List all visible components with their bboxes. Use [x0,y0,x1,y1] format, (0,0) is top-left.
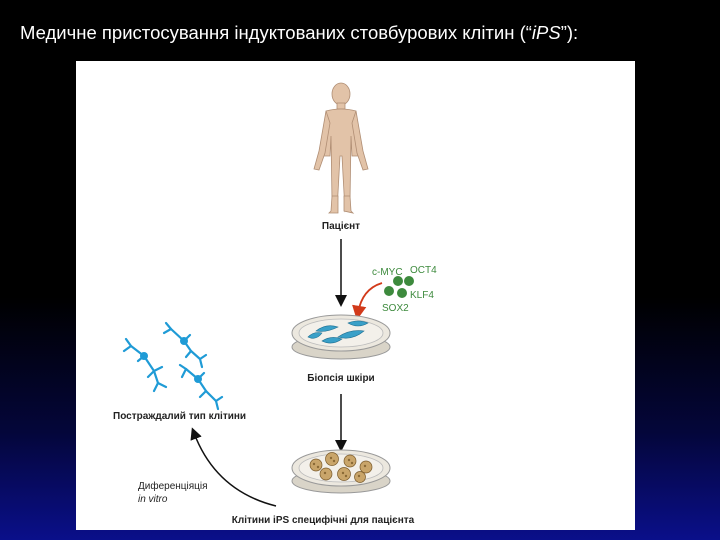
patient-label: Пацієнт [322,221,360,232]
title-tail: ”): [561,22,578,43]
biopsy-dish [292,315,390,359]
title-main: Медичне пристосування індуктованих стовб… [20,22,532,43]
slide-title: Медичне пристосування індуктованих стовб… [20,22,710,44]
factor-sox2: SOX2 [382,303,409,314]
ips-diagram-svg: Пацієнт c-MYC OCT4 KLF4 SOX2 [76,61,635,530]
factor-cmyc: c-MYC [372,267,403,278]
damaged-cell-label: Постраждалий тип клітини [113,411,246,422]
factor-oct4: OCT4 [410,265,437,276]
ips-dish [292,450,390,493]
ips-label: Клітини iPS специфічні для пацієнта [232,514,415,526]
in-vitro-label: in vitro [138,494,168,505]
title-ips: iPS [532,22,561,43]
factor-klf4: KLF4 [410,290,434,301]
neuron-cells [124,323,222,409]
arrow-differentiation [194,433,276,506]
red-arrow-factors [358,283,382,313]
ips-diagram-figure: Пацієнт c-MYC OCT4 KLF4 SOX2 [76,61,635,530]
biopsy-label: Біопсія шкіри [307,373,374,384]
patient-figure [314,83,368,213]
differentiation-label: Диференціяція [138,480,208,492]
